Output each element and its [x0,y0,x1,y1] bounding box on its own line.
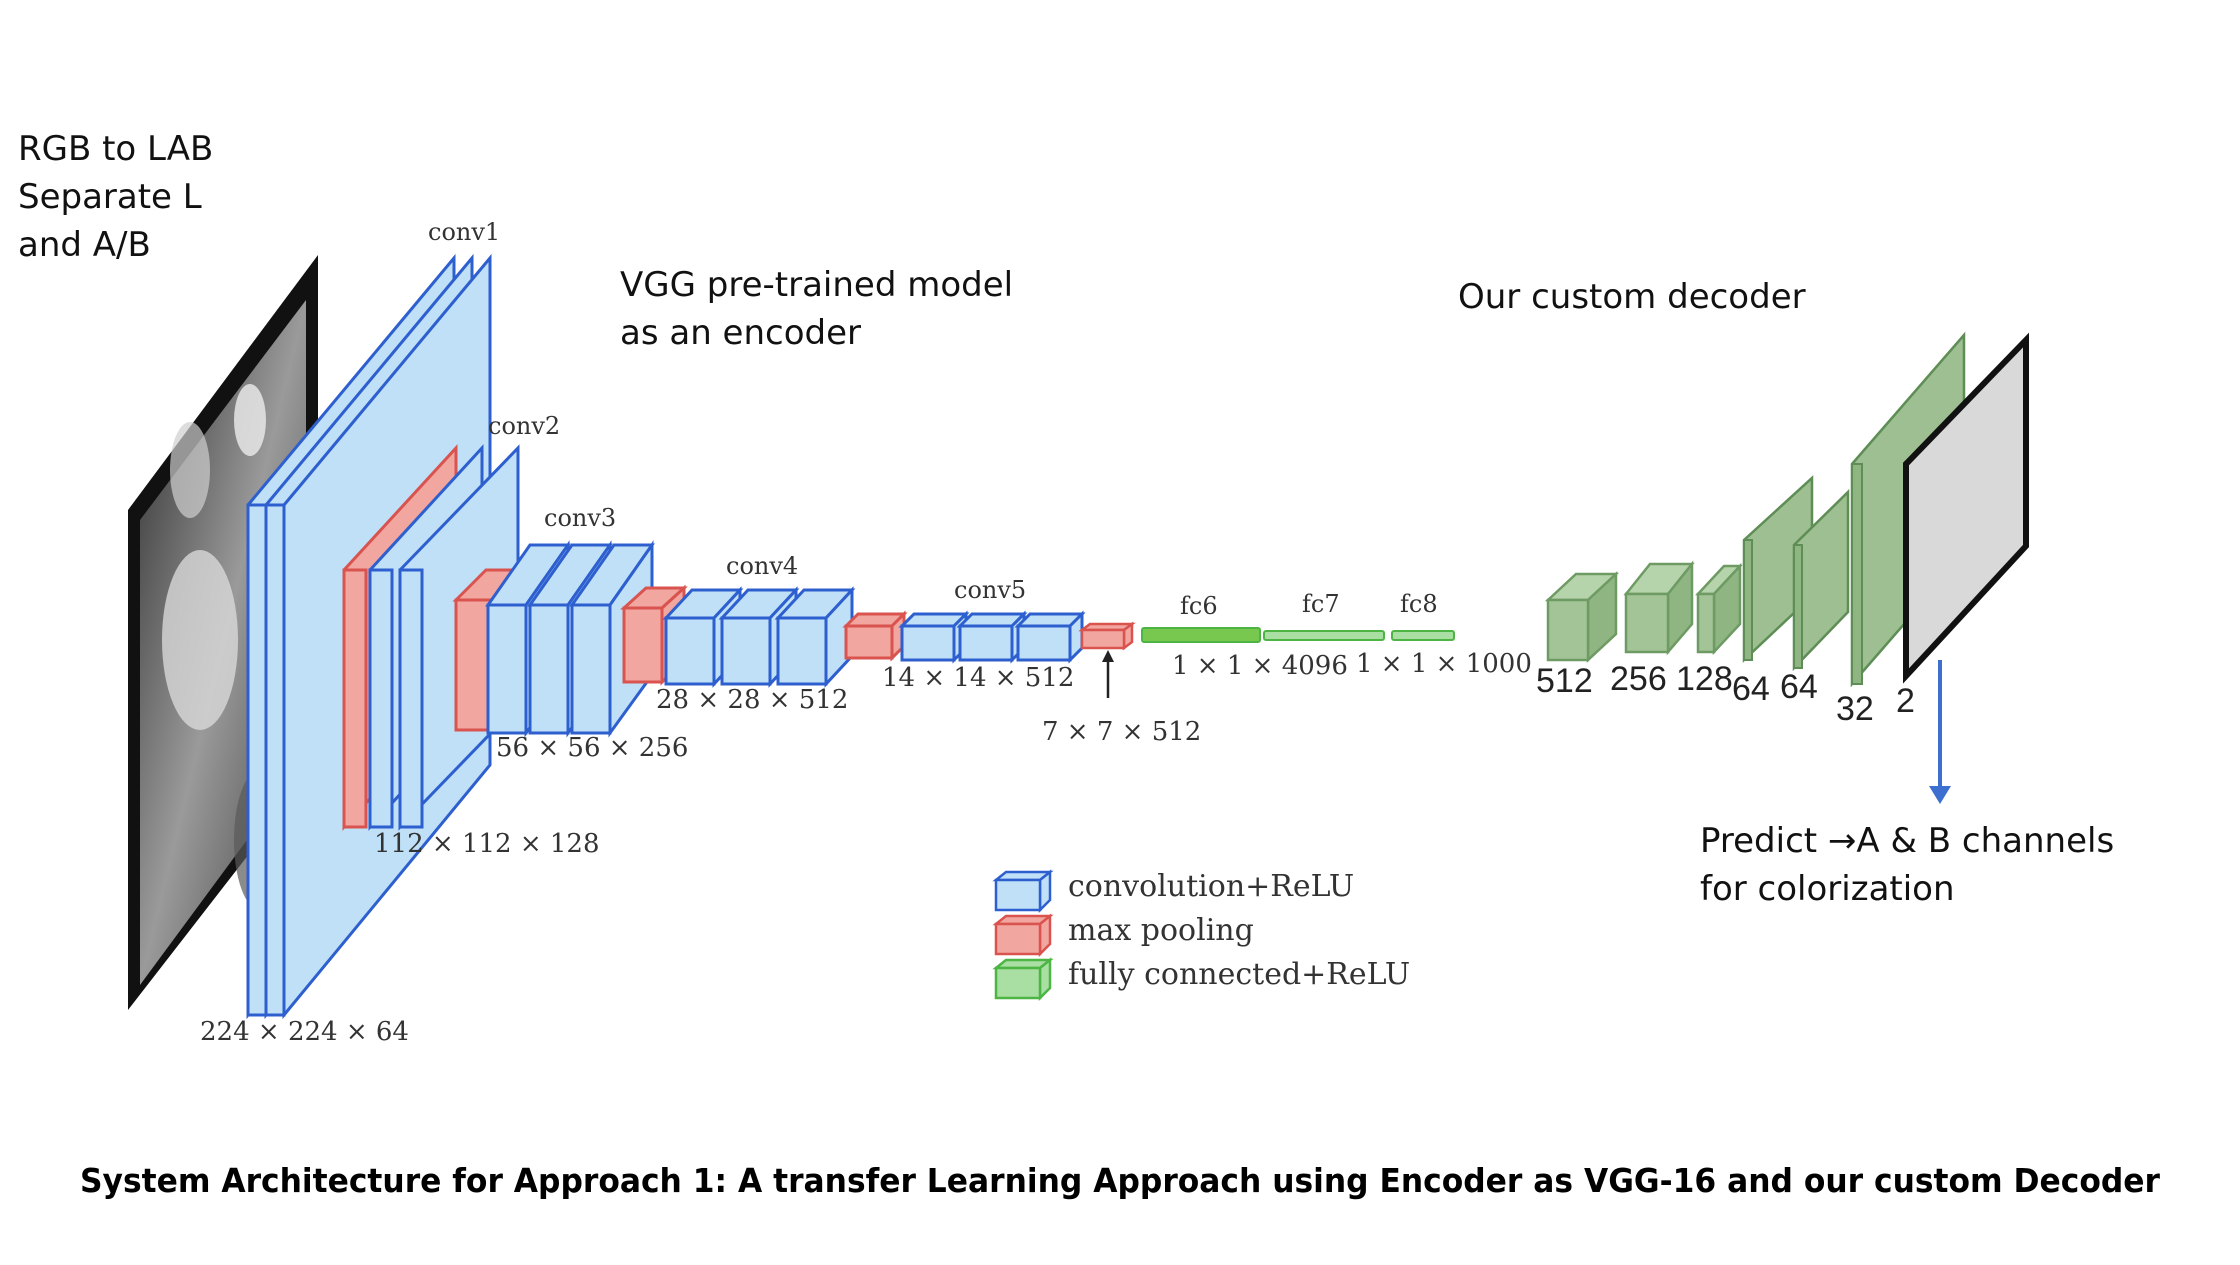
decoder-ch-64b: 64 [1780,668,1818,706]
decoder-ch-32: 32 [1836,690,1874,728]
predict-arrow [1929,660,1951,804]
decoder-ch-512: 512 [1536,662,1593,700]
label-fc8: fc8 [1400,590,1438,618]
label-conv5: conv5 [954,576,1026,604]
conv4-block [620,584,856,688]
decoder-block-512 [1544,571,1620,663]
preprocess-line-3: and A/B [18,225,151,265]
decoder-ch-256: 256 [1610,660,1667,698]
conv5-cube-a [898,610,970,664]
encoder-note-line-2: as an encoder [620,313,861,353]
pool4-cube [842,610,908,662]
decoder-ch-2: 2 [1896,682,1915,720]
dim-conv3: 56 × 56 × 256 [496,733,688,763]
conv1-slab-a [246,503,268,1017]
dim-fc6-fc7: 1 × 1 × 4096 [1172,651,1348,681]
fc-layers [1141,627,1455,643]
decoder-ch-64a: 64 [1732,670,1770,708]
fc8-bar [1391,630,1455,641]
preprocess-line-2: Separate L [18,177,202,217]
preprocess-line-1: RGB to LAB [18,129,213,169]
decoder-block-64b [1792,489,1850,672]
legend-label-pool: max pooling [1068,913,1254,948]
decoder-output-ab [1903,332,2029,684]
conv2-slab-b [398,568,424,829]
conv3-block [452,540,655,738]
label-conv4: conv4 [726,552,798,580]
predict-note-line-1: Predict →A & B channels [1700,821,2114,861]
label-conv1: conv1 [428,218,500,246]
label-fc6: fc6 [1180,592,1218,620]
legend-swatch-pool [992,913,1054,958]
dim-pool5: 7 × 7 × 512 [1042,717,1201,747]
conv5-block [842,610,1136,664]
dim-conv2: 112 × 112 × 128 [374,829,600,859]
legend: convolution+ReLU max pooling fully conne… [992,869,1410,1002]
fc7-bar [1263,630,1385,641]
label-conv2: conv2 [488,412,560,440]
dim-conv5: 14 × 14 × 512 [882,663,1074,693]
conv1-slab-b [264,503,286,1017]
conv2-slab-a [368,568,394,829]
decoder-block-128 [1695,562,1743,656]
encoder-note-line-1: VGG pre-trained model [620,265,1013,305]
decoder-block-256 [1623,560,1695,656]
figure-caption: System Architecture for Approach 1: A tr… [80,1161,2161,1200]
label-fc7: fc7 [1302,590,1340,618]
conv5-cube-c [1014,610,1086,664]
dim-fc8: 1 × 1 × 1000 [1356,649,1532,679]
pool5-pointer-arrow [1102,650,1114,698]
decoder-note: Our custom decoder [1458,277,1806,317]
predict-note-line-2: for colorization [1700,869,1955,909]
legend-label-fc: fully connected+ReLU [1068,957,1410,992]
legend-label-conv: convolution+ReLU [1068,869,1354,904]
label-conv3: conv3 [544,504,616,532]
decoder-ch-128: 128 [1676,660,1733,698]
fc6-bar [1141,627,1261,643]
conv2-pool-slab [342,568,368,829]
pool5-cube [1078,621,1136,651]
conv4-cube-c [774,586,856,688]
conv5-cube-b [956,610,1028,664]
decoder-blocks [1544,331,2029,688]
dim-conv1: 224 × 224 × 64 [200,1017,409,1047]
dim-conv4: 28 × 28 × 512 [656,685,848,715]
legend-swatch-conv [992,869,1054,914]
legend-swatch-fc [992,957,1054,1002]
pool3-cube [620,584,688,686]
